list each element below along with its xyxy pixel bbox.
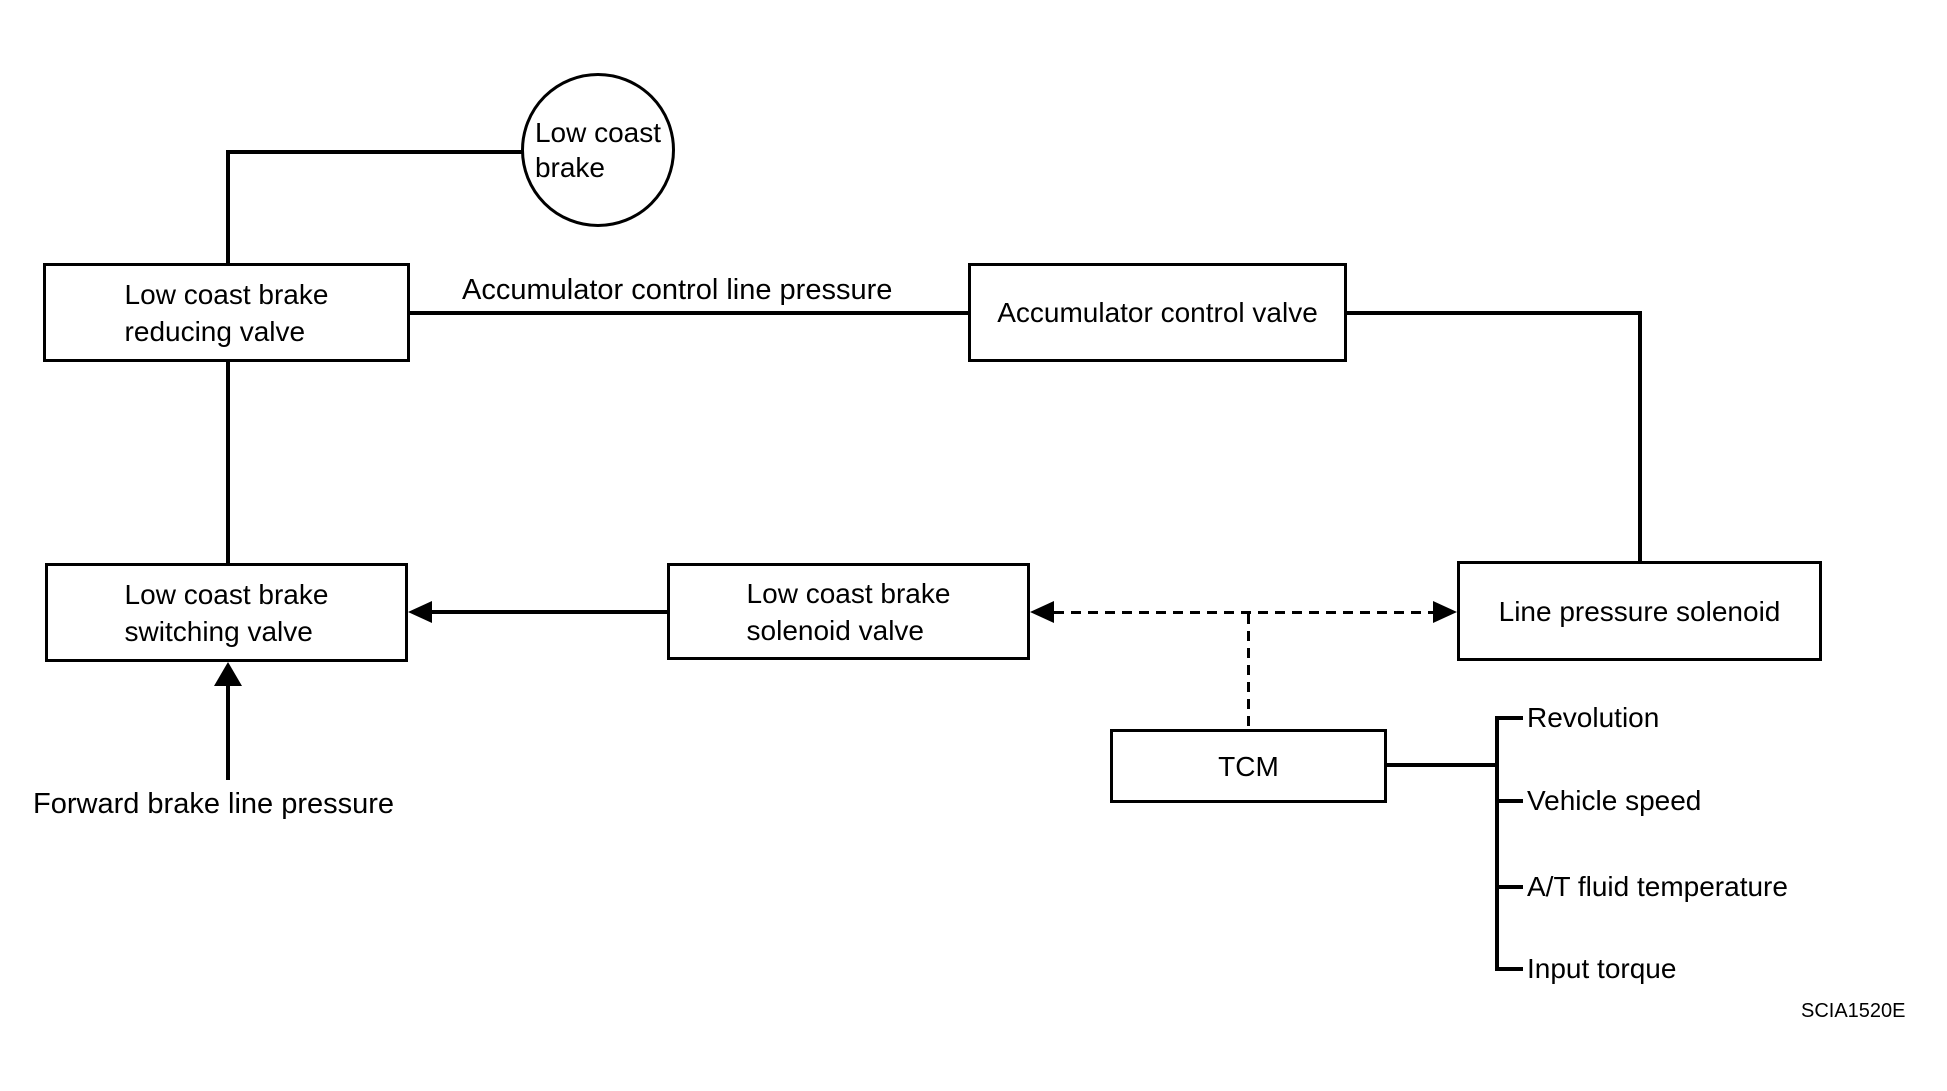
connector-accumulator-right	[1347, 311, 1642, 315]
connector-solenoid-to-switching	[432, 610, 667, 614]
label-accumulator-control-line-pressure: Accumulator control line pressure	[462, 274, 893, 306]
node-accumulator-control-valve-label: Accumulator control valve	[997, 297, 1318, 328]
label-forward-brake-line-pressure: Forward brake line pressure	[33, 788, 395, 820]
tick-revolution	[1495, 716, 1523, 720]
label-revolution: Revolution	[1527, 702, 1660, 733]
connector-circle-riser	[226, 150, 230, 263]
node-low-coast-brake: Low coast brake	[521, 73, 675, 227]
node-line-pressure-solenoid: Line pressure solenoid	[1457, 561, 1822, 661]
tcm-input-bus	[1495, 716, 1499, 971]
dashed-link-solenoid-to-line-pressure	[1054, 611, 1433, 614]
arrowhead-into-solenoid-valve	[1030, 601, 1054, 623]
tick-input-torque	[1495, 967, 1523, 971]
connector-reducing-to-accumulator	[410, 311, 968, 315]
arrowhead-into-switching-valve	[408, 601, 432, 623]
node-reducing-valve: Low coast brake reducing valve	[43, 263, 410, 362]
figure-code: SCIA1520E	[1801, 1000, 1906, 1022]
node-accumulator-control-valve: Accumulator control valve	[968, 263, 1347, 362]
connector-forward-brake-stem	[226, 684, 230, 780]
node-line-pressure-solenoid-label: Line pressure solenoid	[1498, 595, 1781, 627]
node-low-coast-brake-label: Low coast brake	[534, 117, 662, 183]
label-vehicle-speed: Vehicle speed	[1527, 785, 1702, 816]
connector-tcm-to-bus	[1387, 763, 1497, 767]
tick-at-fluid-temperature	[1495, 885, 1523, 889]
label-input-torque: Input torque	[1527, 953, 1677, 984]
node-switching-valve-label: Low coast brake switching valve	[124, 578, 329, 647]
arrowhead-into-switching-valve-bottom	[214, 662, 242, 686]
connector-reducing-to-switching	[226, 362, 230, 563]
node-tcm-label: TCM	[1218, 750, 1279, 782]
connector-circle-horizontal	[226, 150, 522, 154]
node-solenoid-valve-label: Low coast brake solenoid valve	[746, 577, 951, 646]
node-reducing-valve-label: Low coast brake reducing valve	[124, 278, 329, 347]
tick-vehicle-speed	[1495, 799, 1523, 803]
node-switching-valve: Low coast brake switching valve	[45, 563, 408, 662]
arrowhead-into-line-pressure-solenoid	[1433, 601, 1457, 623]
dashed-link-tcm	[1247, 614, 1250, 729]
node-tcm: TCM	[1110, 729, 1387, 803]
connector-down-to-line-pressure-solenoid	[1638, 311, 1642, 561]
node-solenoid-valve: Low coast brake solenoid valve	[667, 563, 1030, 660]
label-at-fluid-temperature: A/T fluid temperature	[1527, 871, 1788, 902]
